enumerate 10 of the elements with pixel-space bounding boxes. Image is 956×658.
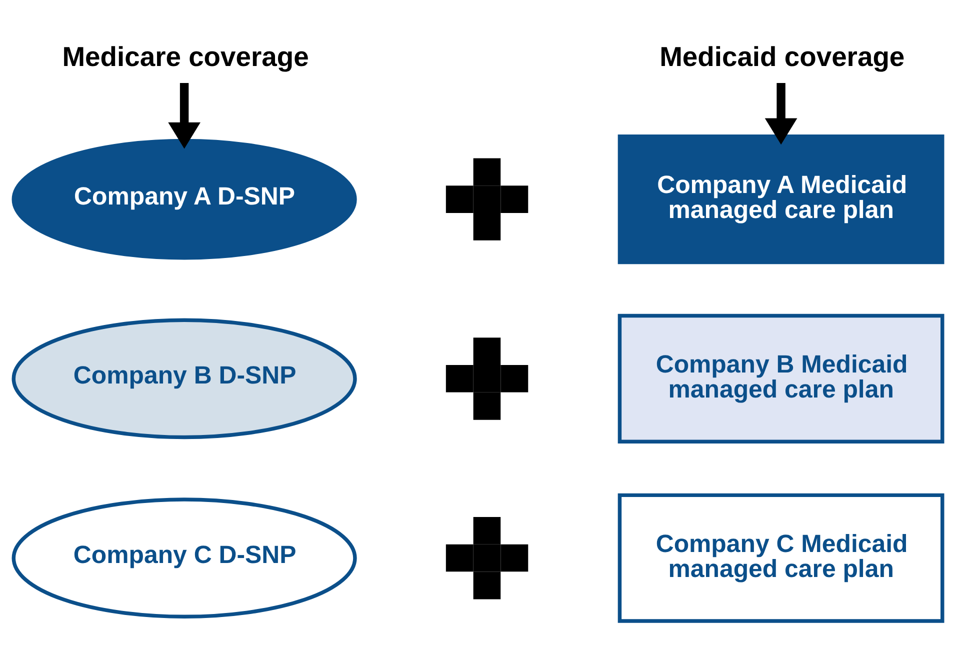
arrow bbox=[168, 82, 200, 148]
node-ellipse: Company A D-SNP bbox=[12, 138, 357, 260]
node-box: Company B Medicaid managed care plan bbox=[618, 313, 944, 443]
arrow bbox=[764, 82, 798, 144]
node-box: Company A Medicaid managed care plan bbox=[618, 134, 944, 264]
node-ellipse: Company C D-SNP bbox=[12, 497, 357, 618]
node-ellipse: Company B D-SNP bbox=[12, 318, 357, 439]
node-text: Medicaid coverage bbox=[660, 40, 905, 72]
node-box: Company C Medicaid managed care plan bbox=[618, 492, 944, 622]
node-text: Medicare coverage bbox=[62, 40, 309, 72]
